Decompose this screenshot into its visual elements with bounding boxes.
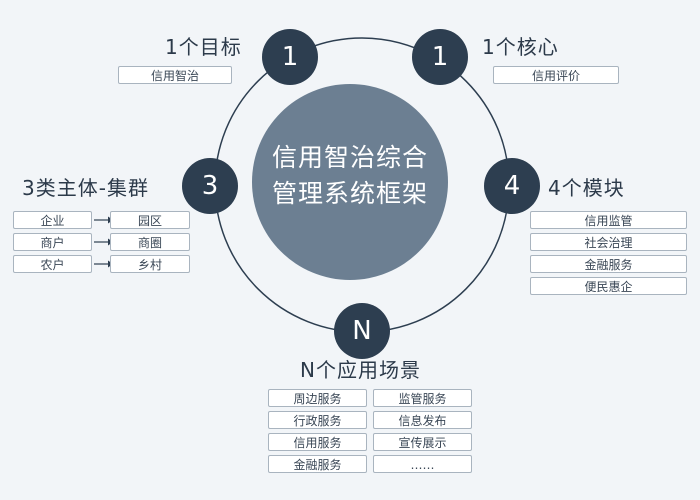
node-circle-scenarios [334, 303, 390, 359]
module-tag-credit-supervision: 信用监管 [530, 211, 687, 229]
node-circle-modules [484, 158, 540, 214]
scenario-tag: 周边服务 [268, 389, 367, 407]
module-tag-financial-services: 金融服务 [530, 255, 687, 273]
subject-tag-merchant: 商户 [13, 233, 92, 251]
node-circle-core [412, 29, 468, 85]
node-number-modules: 4 [503, 171, 521, 201]
cluster-tag-village: 乡村 [110, 255, 190, 273]
node-circle-subjects [182, 158, 238, 214]
center-title-line2: 管理系统框架 [271, 179, 428, 208]
core-tag: 信用评价 [493, 66, 619, 84]
scenario-tag: 行政服务 [268, 411, 367, 429]
cluster-tag-park: 园区 [110, 211, 190, 229]
node-number-core: 1 [431, 42, 449, 72]
module-tag-social-governance: 社会治理 [530, 233, 687, 251]
node-number-scenarios: N [352, 316, 372, 346]
scenario-tag: 监管服务 [373, 389, 472, 407]
subject-tag-enterprise: 企业 [13, 211, 92, 229]
subjects-heading: 3类主体-集群 [22, 176, 149, 200]
goal-heading: 1个目标 [165, 35, 242, 59]
scenario-tag: 信息发布 [373, 411, 472, 429]
scenarios-heading: N个应用场景 [300, 358, 421, 382]
modules-heading: 4个模块 [548, 176, 625, 200]
scenario-tag: 金融服务 [268, 455, 367, 473]
module-tag-public-services: 便民惠企 [530, 277, 687, 295]
center-title: 信用智治综合 管理系统框架 [255, 140, 445, 220]
goal-tag: 信用智治 [118, 66, 232, 84]
scenario-tag-more: …… [373, 455, 472, 473]
scenario-tag: 宣传展示 [373, 433, 472, 451]
scenario-tag: 信用服务 [268, 433, 367, 451]
node-number-subjects: 3 [201, 171, 219, 201]
node-circle-goal [262, 29, 318, 85]
core-heading: 1个核心 [482, 35, 559, 59]
center-circle [252, 84, 448, 280]
node-number-goal: 1 [281, 42, 299, 72]
subject-tag-farmer: 农户 [13, 255, 92, 273]
cluster-tag-business-circle: 商圈 [110, 233, 190, 251]
center-title-line1: 信用智治综合 [271, 143, 428, 172]
